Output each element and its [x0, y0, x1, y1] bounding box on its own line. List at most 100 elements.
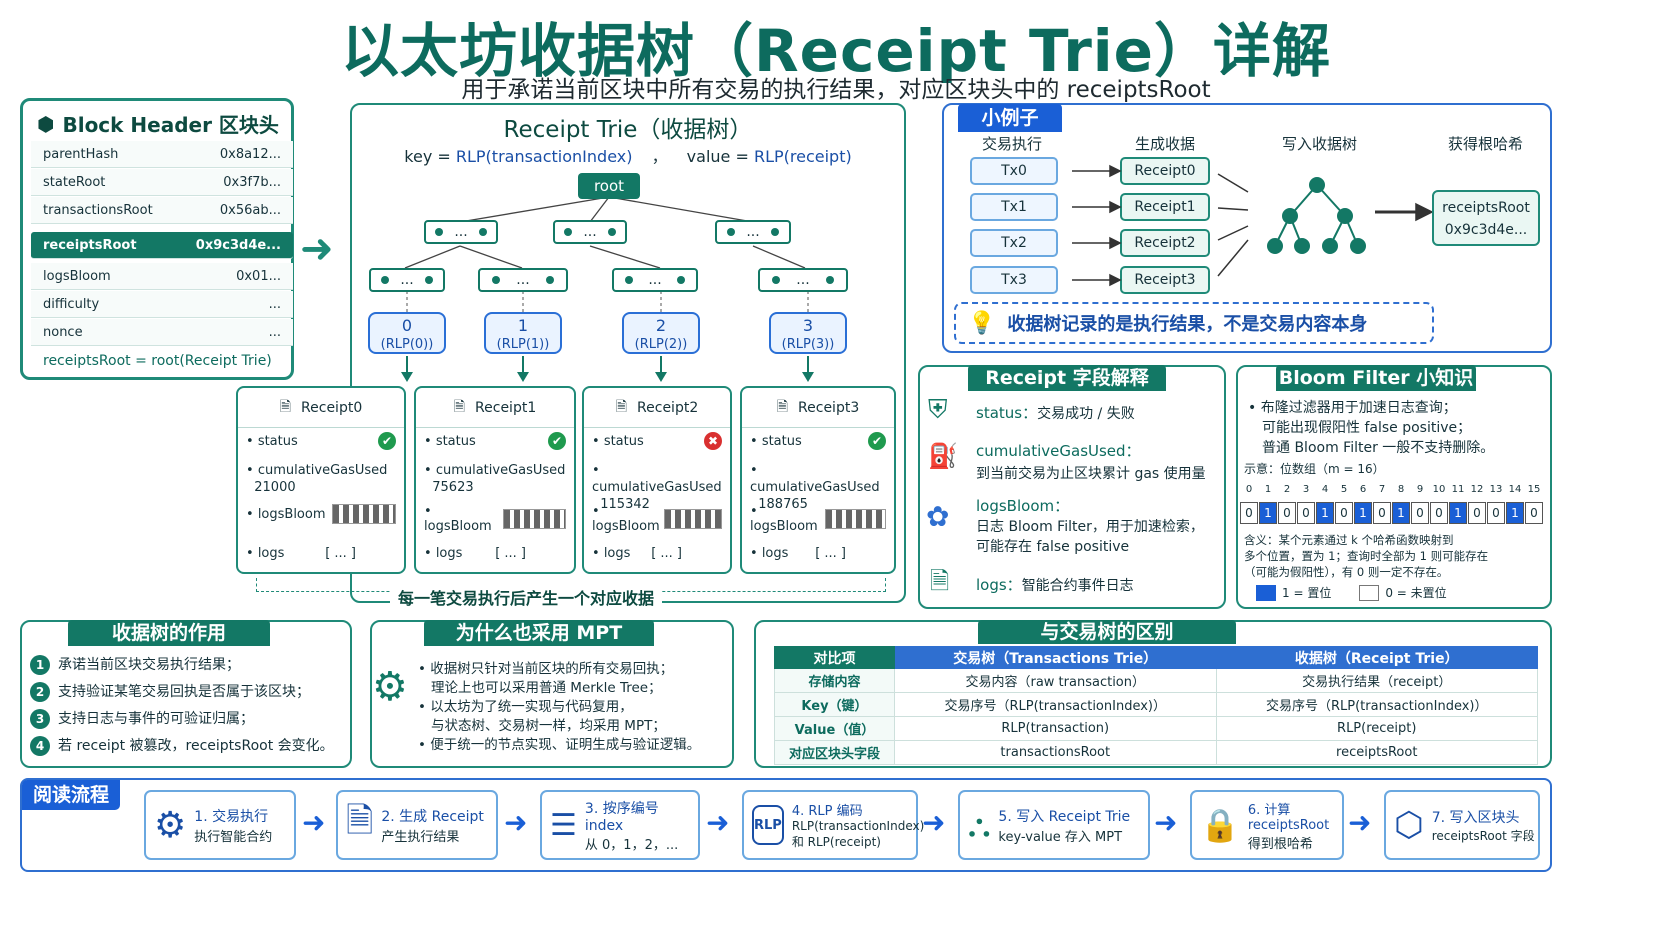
trie-branch-node: ...: [369, 268, 445, 292]
bloom-bit-index: 0: [1245, 484, 1253, 495]
flow-tag: 阅读流程: [22, 780, 120, 810]
why-text: • 收据树只针对当前区块的所有交易回执；理论上也可以采用普通 Merkle Tr…: [418, 661, 701, 753]
table-row: Value（值）RLP(transaction)RLP(receipt): [774, 716, 1538, 741]
bloom-bit-index: 3: [1302, 484, 1310, 495]
bloom-tag: Bloom Filter 小知识: [1276, 365, 1476, 391]
role-tag: 收据树的作用: [68, 620, 270, 646]
receipt-card: 🗎Receipt2 • status✖ • cumulativeGasUsed …: [582, 386, 732, 574]
document-icon: 🗎: [930, 567, 950, 595]
example-col-header: 写入收据树: [1282, 135, 1358, 153]
bloom-text: • 布隆过滤器用于加速日志查询；可能出现假阳性 false positive；普…: [1248, 400, 1495, 456]
cube-icon: ⬢: [37, 111, 55, 136]
bloom-bit: 0: [1468, 502, 1486, 524]
bloom-bit: 0: [1240, 502, 1258, 524]
flow-panel: [20, 778, 1552, 872]
field-gas: cumulativeGasUsed：到当前交易为止区块累计 gas 使用量: [976, 442, 1206, 482]
arrow-right-icon: ➜: [706, 806, 730, 839]
bloom-bit: 0: [1335, 502, 1353, 524]
bloom-bit-index: 11: [1451, 484, 1465, 495]
bloom-bit-index: 4: [1321, 484, 1329, 495]
check-icon: ✔: [378, 432, 396, 450]
table-row: 存储内容交易内容（raw transaction）交易执行结果（receipt）: [774, 668, 1538, 693]
trie-root-node: root: [578, 173, 640, 199]
trie-branch-node: ...: [715, 220, 791, 244]
receipt-box: Receipt0: [1120, 157, 1210, 185]
arrow-right-icon: ➜: [922, 806, 946, 839]
bloom-bit-index: 9: [1416, 484, 1424, 495]
shield-icon: ⛨: [928, 395, 948, 425]
check-icon: ✔: [548, 432, 566, 450]
flow-step: ⚙1. 交易执行执行智能合约: [144, 790, 296, 860]
trie-index-leaf: 1(RLP(1)): [484, 312, 562, 354]
bloom-bit: 0: [1411, 502, 1429, 524]
example-tree-graphic: [1072, 164, 1434, 287]
example-tag: 小例子: [958, 104, 1062, 132]
bloom-bit: 0: [1373, 502, 1391, 524]
header-row: nonce...: [31, 319, 293, 346]
bloom-bit-index: 1: [1264, 484, 1272, 495]
trie-branch-node: ...: [424, 220, 498, 244]
bloom-bit: 0: [1525, 502, 1543, 524]
document-icon: 🗎: [453, 398, 466, 415]
bloom-bit: 0: [1278, 502, 1296, 524]
arrow-right-icon: ➜: [302, 806, 326, 839]
gears-icon: ⚙: [154, 804, 187, 846]
receipt-box: Receipt1: [1120, 193, 1210, 221]
bloom-meaning: 含义：某个元素通过 k 个哈希函数映射到多个位置，置为 1；查询时全部为 1 则…: [1244, 533, 1489, 579]
page-subtitle: 用于承诺当前区块中所有交易的执行结果，对应区块头中的 receiptsRoot: [461, 77, 1211, 103]
bloom-bit-index: 13: [1489, 484, 1503, 495]
header-footer: receiptsRoot = root(Receipt Trie): [43, 353, 272, 369]
field-status: status：交易成功 / 失败: [976, 404, 1135, 422]
trie-note: 每一笔交易执行后产生一个对应收据: [390, 585, 663, 609]
bloom-bit: 1: [1392, 502, 1410, 524]
flower-icon: ✿: [926, 500, 950, 533]
bloom-bit: 1: [1449, 502, 1467, 524]
rlp-icon: RLP: [752, 805, 784, 845]
lock-icon: 🔒: [1200, 806, 1240, 844]
why-tag: 为什么也采用 MPT: [424, 620, 654, 646]
bloom-bit-index: 5: [1340, 484, 1348, 495]
block-header-title: Block Header 区块头: [62, 113, 279, 137]
bloom-bit: 1: [1506, 502, 1524, 524]
trie-branch-node: ...: [478, 268, 568, 292]
cross-icon: ✖: [704, 432, 722, 450]
bloom-legend: 1 = 置位 0 = 未置位: [1256, 584, 1447, 601]
field-logs: logs：智能合约事件日志: [976, 576, 1134, 594]
numbered-list-icon: ☰: [550, 807, 577, 843]
field-bloom: logsBloom：日志 Bloom Filter，用于加速检索，可能存在 fa…: [976, 497, 1204, 555]
receipt-card: 🗎Receipt0 • status✔ • cumulativeGasUsed …: [236, 386, 406, 574]
example-tip: 💡 收据树记录的是执行结果，不是交易内容本身: [954, 302, 1434, 344]
trie-key-value: key = RLP(transactionIndex) ， value = RL…: [404, 147, 852, 166]
bloom-bit: 0: [1297, 502, 1315, 524]
bloom-bit-index: 12: [1470, 484, 1484, 495]
compare-table: 对比项交易树（Transactions Trie）收据树（Receipt Tri…: [774, 646, 1538, 765]
bloom-bits-icon: [502, 509, 566, 529]
tx-box: Tx0: [970, 157, 1058, 185]
bloom-bit: 1: [1259, 502, 1277, 524]
bloom-bit-index: 6: [1359, 484, 1367, 495]
header-row: difficulty...: [31, 291, 293, 318]
bloom-bit: 1: [1354, 502, 1372, 524]
cube-icon: ⬡: [1394, 805, 1424, 845]
receipt-card: 🗎Receipt1 • status✔ • cumulativeGasUsed …: [414, 386, 576, 574]
trie-index-leaf: 2(RLP(2)): [622, 312, 700, 354]
gas-pump-icon: ⛽: [928, 442, 958, 470]
example-col-header: 获得根哈希: [1448, 135, 1524, 153]
lightbulb-icon: 💡: [968, 310, 996, 336]
